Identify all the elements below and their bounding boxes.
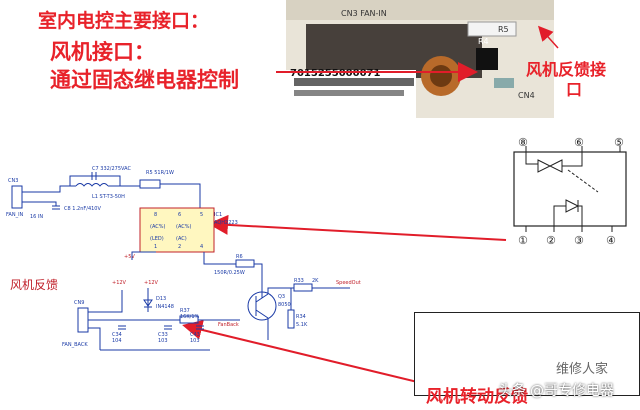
sch-ic1-body xyxy=(139,207,215,253)
sch-q3-part: 8050 xyxy=(278,302,291,308)
sch-r34-val: 5.1K xyxy=(296,322,308,328)
watermark-top: 维修人家 xyxy=(556,362,609,377)
sch-c34: C34 xyxy=(112,332,122,338)
photo-r5: R5 xyxy=(498,25,509,34)
sch-ic-inner-1: (AC%) xyxy=(150,224,166,230)
sch-c43-val: 103 xyxy=(190,338,200,344)
relay-pin-8: ⑧ xyxy=(518,136,528,149)
sch-ic-inner-3: (LED) xyxy=(150,236,164,242)
sch-c43: C43 xyxy=(190,332,200,338)
photo-cn4: CN4 xyxy=(518,91,535,100)
sch-12v-a: +12V xyxy=(112,280,127,286)
relay-pin-5: ⑤ xyxy=(614,136,624,149)
fan-feedback-label: 风机反馈 xyxy=(10,278,59,292)
sch-r37: R37 xyxy=(180,308,190,314)
sch-ic-pin-6: 6 xyxy=(178,212,181,218)
heading-line-1: 室内电控主要接口： xyxy=(38,10,210,32)
callout-fan-feedback-port-a: 风机反馈接 xyxy=(526,60,607,79)
sch-ic-pin-8: 8 xyxy=(154,212,157,218)
sch-fanback: FanBack xyxy=(218,322,239,328)
relay-pin-3: ③ xyxy=(574,234,584,247)
photo-cn3: CN3 FAN-IN xyxy=(341,9,387,18)
sch-r37-val: 16K/1% xyxy=(180,314,200,320)
sch-ic1-part: AQH2223 xyxy=(214,220,238,226)
relay-pin-2: ② xyxy=(546,234,556,247)
sch-c7: C7 332/275VAC xyxy=(92,166,131,172)
sch-cn9: CN9 xyxy=(74,300,84,306)
sch-c33: C33 xyxy=(158,332,168,338)
sch-q3: Q3 xyxy=(278,294,285,300)
callout-fan-feedback-port-b: 口 xyxy=(566,80,583,99)
relay-pinout-graphic: ⑧ ⑥ ⑤ ① ② ③ ④ xyxy=(513,136,627,247)
sch-r34: R34 xyxy=(296,314,306,320)
sch-speedout: SpeedOut xyxy=(336,280,361,286)
fan-schematic-graphic: CN3 FAN_IN C7 332/275VAC L1 ST-T3-50H R5… xyxy=(6,166,361,351)
sch-r33: R33 xyxy=(294,278,304,284)
sch-ic-pin-4: 4 xyxy=(200,244,203,250)
sch-ic-pin-2: 2 xyxy=(178,244,181,250)
sch-ic-pin-1: 1 xyxy=(154,244,157,250)
sch-r33-val: 2K xyxy=(312,278,319,284)
pcb-photo: CN3 FAN-IN R5 R4 CN4 7015255000071 xyxy=(286,0,554,118)
sch-cn9-name: FAN_BACK xyxy=(62,342,88,348)
pcb-photo-graphic: CN3 FAN-IN R5 R4 CN4 7015255000071 xyxy=(286,0,554,118)
heading-line-3: 通过固态继电器控制 xyxy=(50,67,239,92)
watermark-middle: @哥专修电器 xyxy=(530,383,614,399)
photo-r4: R4 xyxy=(478,37,489,46)
relay-pin-4: ④ xyxy=(606,234,616,247)
sch-c33-val: 103 xyxy=(158,338,168,344)
relay-pin-1: ① xyxy=(518,234,528,247)
sch-r6: R6 xyxy=(236,254,243,260)
relay-pinout: ⑧ ⑥ ⑤ ① ② ③ ④ xyxy=(508,136,640,248)
heading-line-2: 风机接口： xyxy=(50,39,155,64)
sch-d13: D13 xyxy=(156,296,166,302)
callout-fan-speed-feedback: 风机转动反馈 xyxy=(426,387,528,407)
sch-ic-inner-2: (AC%) xyxy=(176,224,192,230)
sch-cn3: CN3 xyxy=(8,178,18,184)
sch-r6-val: 150R/0.25W xyxy=(214,270,245,276)
fan-schematic: CN3 FAN_IN C7 332/275VAC L1 ST-T3-50H R5… xyxy=(0,150,410,358)
relay-pin-6: ⑥ xyxy=(574,136,584,149)
sch-ic-inner-4: (AC) xyxy=(176,236,187,242)
sch-fan-in: FAN_IN xyxy=(6,212,24,218)
sch-5v: +5V xyxy=(124,254,135,260)
sch-d13-part: IN4148 xyxy=(156,304,174,310)
sch-ic-pin-5: 5 xyxy=(200,212,203,218)
watermark-left: 头条 xyxy=(498,383,526,399)
photo-barcode: 7015255000071 xyxy=(290,68,380,79)
sch-ic1: IC1 xyxy=(214,212,222,218)
sch-c34-val: 104 xyxy=(112,338,122,344)
sch-c8: C8 1.2nF/410V xyxy=(64,206,101,212)
sch-q3-body xyxy=(247,291,277,321)
sch-l1: L1 ST-T3-50H xyxy=(92,194,125,200)
sch-ch-in: 16 IN xyxy=(30,214,43,220)
annotation-box xyxy=(414,312,640,396)
sch-12v-b: +12V xyxy=(144,280,159,286)
sch-r5: R5 51R/1W xyxy=(146,170,174,176)
